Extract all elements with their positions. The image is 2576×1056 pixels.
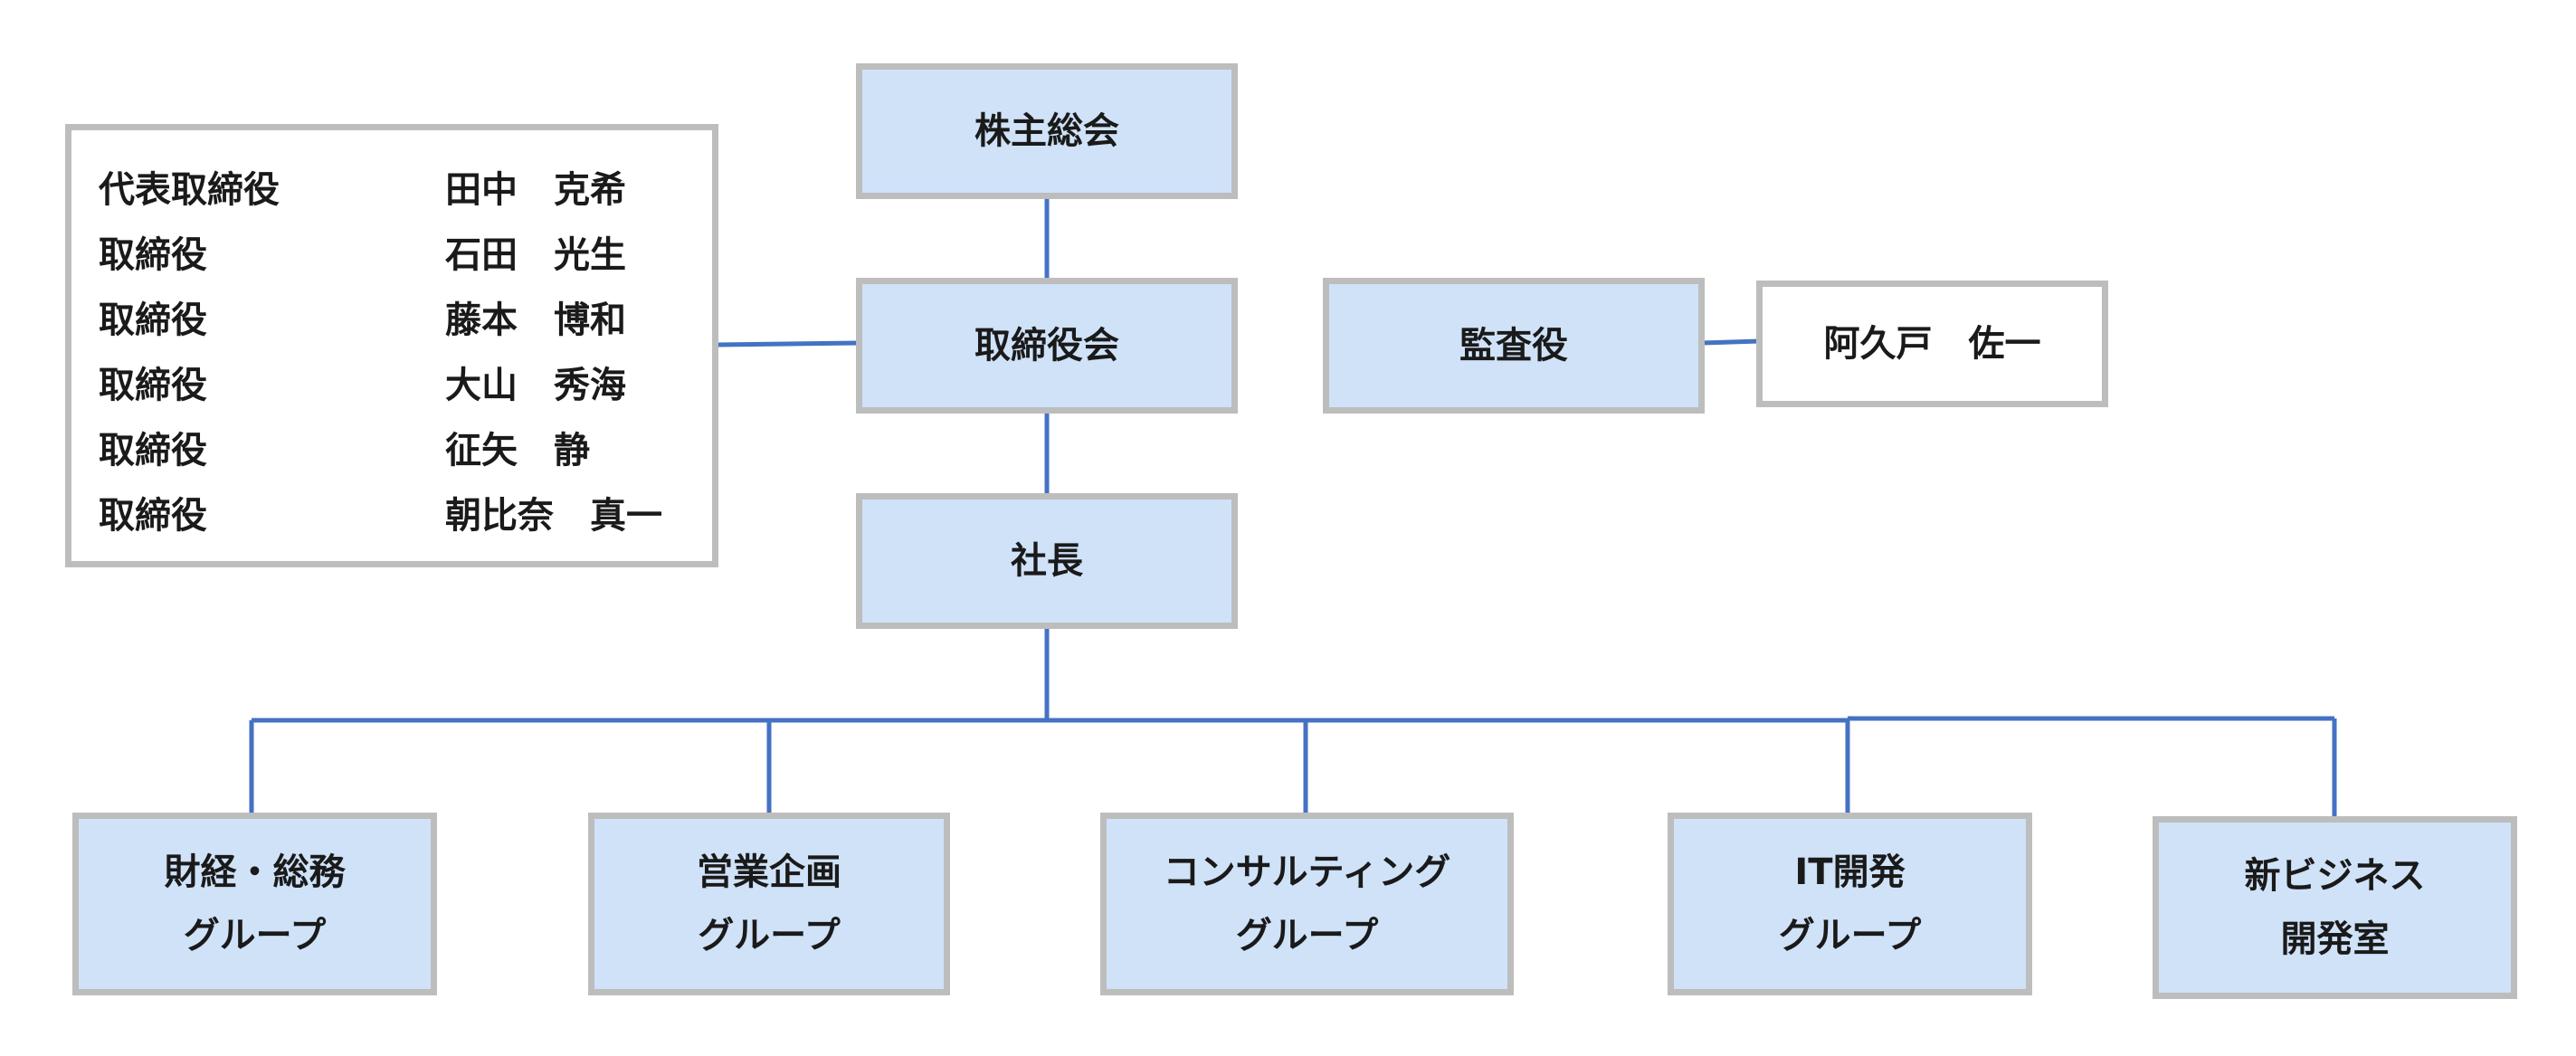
group-label-line2: グループ [1778,915,1922,956]
group-label-line2: グループ [1235,915,1379,956]
director-role: 取締役 [99,300,207,341]
board-members-list: 代表取締役 田中 克希 取締役 石田 光生 取締役 藤本 博和 取締役 大山 秀… [65,124,718,567]
group-label-line2: 開発室 [2280,918,2390,960]
director-role: 取締役 [99,365,207,406]
group-box-it-development: IT開発 グループ [1668,813,2032,995]
director-name: 藤本 博和 [445,300,626,341]
node-label: 阿久戸 佐一 [1823,323,2041,365]
group-label-line1: 営業企画 [697,851,841,893]
director-role: 取締役 [99,234,207,276]
node-label: 監査役 [1459,325,1568,366]
node-label: 株主総会 [974,110,1119,152]
group-label-line1: 新ビジネス [2244,855,2426,897]
shareholders-meeting-box: 株主総会 [856,63,1238,199]
director-role: 代表取締役 [99,169,280,211]
group-label-line1: IT開発 [1794,851,1906,893]
group-box-consulting: コンサルティング グループ [1100,813,1514,995]
group-label-line2: グループ [698,915,841,956]
director-name: 朝比奈 真一 [445,495,662,537]
director-name: 征矢 静 [445,430,590,471]
group-box-finance-admin: 財経・総務 グループ [72,813,437,995]
auditor-name-box: 阿久戸 佐一 [1756,281,2108,407]
board-of-directors-box: 取締役会 [856,278,1238,414]
node-label: 社長 [1011,540,1083,582]
director-name: 石田 光生 [445,234,626,276]
auditor-box: 監査役 [1323,278,1705,414]
group-label-line2: グループ [183,915,327,956]
president-box: 社長 [856,493,1238,629]
connector-directors-board [718,340,860,347]
connector-auditor-name [1700,338,1761,346]
group-label-line1: コンサルティング [1163,851,1451,893]
director-role: 取締役 [99,495,207,537]
director-name: 大山 秀海 [445,365,626,406]
group-label-line1: 財経・総務 [164,851,346,893]
node-label: 取締役会 [974,325,1119,366]
director-name: 田中 克希 [445,169,626,211]
director-role: 取締役 [99,430,207,471]
group-box-new-business: 新ビジネス 開発室 [2153,816,2517,999]
group-box-sales-planning: 営業企画 グループ [588,813,950,995]
